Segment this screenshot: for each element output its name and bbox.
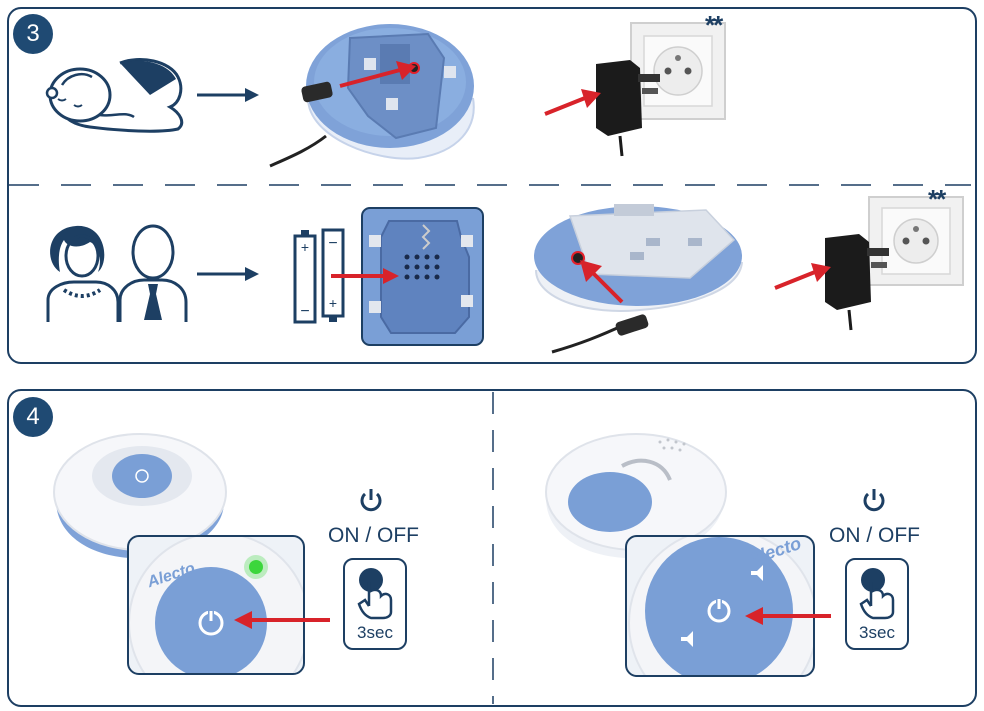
step-4-badge: 4 [13,397,53,437]
svg-text:+: + [329,295,337,311]
baby-icon [45,58,184,133]
step-3-badge: 3 [13,14,53,54]
dashed-divider [492,392,494,704]
press-hold-card: 3sec [343,558,407,650]
arrow-icon [197,88,259,102]
zoom-inset-baby-unit: Alecto [127,535,305,675]
double-asterisk: ** [705,10,723,40]
dashed-divider [9,184,971,186]
zoom-inset-parent-unit: Alecto [625,535,815,677]
on-off-label: ON / OFF [829,524,920,547]
device-closeup [628,537,813,675]
wall-socket-icon [868,196,964,286]
power-adapter-icon [596,60,660,157]
power-icon [360,489,382,512]
parents-icon [46,224,188,322]
arrow-icon [197,267,259,281]
device-closeup [129,537,303,673]
svg-text:−: − [300,303,309,320]
press-hand-icon [859,568,895,620]
on-off-label: ON / OFF [328,524,419,547]
press-hand-icon [357,568,393,620]
arrow-icon [234,611,330,629]
arrow-icon [339,61,416,88]
arrow-icon [331,268,399,284]
arrow-icon [745,607,831,625]
hold-duration-label: 3sec [859,623,895,642]
press-hold-card: 3sec [845,558,909,650]
power-icon [863,489,885,512]
svg-text:−: − [328,235,337,252]
hold-duration-label: 3sec [357,623,393,642]
baby-unit-bottom [269,24,475,168]
parent-unit-top [545,433,727,559]
svg-text:+: + [301,239,309,255]
arrow-icon [544,89,601,116]
arrow-icon [580,260,624,304]
arrow-icon [774,263,831,290]
batteries-icon: + − − + [293,228,345,324]
parent-unit-bottom [534,204,743,354]
wall-socket-icon [630,22,726,120]
power-adapter-icon [825,234,889,331]
battery-compartment [361,207,484,346]
double-asterisk: ** [928,184,946,214]
